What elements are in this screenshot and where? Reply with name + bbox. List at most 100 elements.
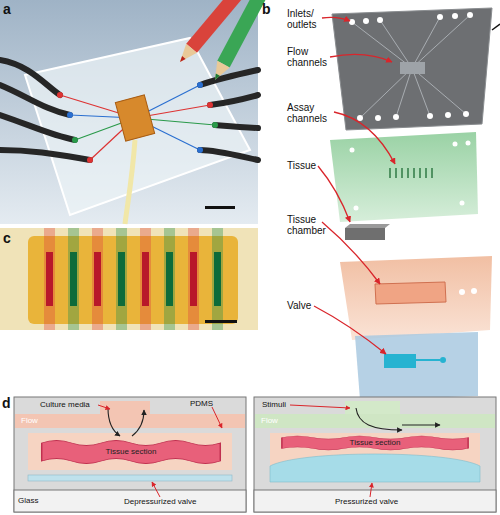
cable xyxy=(210,95,258,105)
exploded-view xyxy=(330,8,500,400)
bar xyxy=(142,252,149,306)
pdms-body xyxy=(14,397,246,512)
part-label: Assay channels xyxy=(287,102,337,124)
band xyxy=(92,228,103,330)
port xyxy=(460,201,465,206)
glass-slide xyxy=(14,490,246,512)
part-label: Stimuli xyxy=(262,401,286,410)
node-text: Flow xyxy=(21,417,38,425)
pin xyxy=(67,112,73,118)
scale-bar xyxy=(205,206,235,209)
port xyxy=(466,141,471,146)
cable-line xyxy=(492,24,500,30)
panel-letter: d xyxy=(2,396,11,411)
assay-channel-bars xyxy=(390,168,432,178)
part-label: Glass xyxy=(18,497,38,506)
callout-arrow xyxy=(334,112,395,164)
tube xyxy=(125,140,135,224)
tissue-chamber xyxy=(375,282,446,304)
valve-bulge xyxy=(270,454,480,482)
part-label: Depressurized valve xyxy=(124,498,196,507)
channel xyxy=(352,22,412,68)
band xyxy=(212,228,223,330)
leader-arrow xyxy=(212,407,222,428)
cable xyxy=(215,125,258,128)
part-label: Culture media xyxy=(40,401,90,410)
channel xyxy=(360,68,412,118)
leader-arrow xyxy=(98,405,110,409)
callout-arrow xyxy=(314,306,386,354)
band xyxy=(116,228,127,330)
stimuli-well xyxy=(345,401,400,415)
flow-arrow xyxy=(108,408,120,436)
cross-section-pressurized xyxy=(254,397,496,512)
valve-layer xyxy=(28,475,232,481)
port xyxy=(350,148,355,153)
flow-arrow xyxy=(402,424,440,425)
assay-layer xyxy=(330,132,478,222)
port xyxy=(452,13,458,19)
valve-shape xyxy=(384,354,416,368)
glass-slide xyxy=(254,490,496,512)
bar xyxy=(190,252,197,306)
pencil-lead xyxy=(213,74,220,81)
device-photo xyxy=(0,0,291,224)
cable xyxy=(0,115,75,140)
bar xyxy=(94,252,101,306)
scale-bar xyxy=(205,320,237,323)
node-text: Flow xyxy=(261,417,278,425)
band xyxy=(68,228,79,330)
channel xyxy=(412,68,466,114)
port xyxy=(467,12,473,18)
port xyxy=(363,18,369,24)
callout-arrow xyxy=(322,222,380,284)
bar xyxy=(214,252,221,306)
pdms-body xyxy=(254,397,496,512)
band xyxy=(188,228,199,330)
channel xyxy=(412,17,440,68)
tissue-block xyxy=(345,228,385,240)
pin xyxy=(212,122,218,128)
pdms-device xyxy=(25,38,250,215)
pin xyxy=(87,157,93,163)
channel xyxy=(380,20,412,68)
band xyxy=(44,228,55,330)
flow-channel-lines xyxy=(352,15,470,118)
valve-layer xyxy=(355,332,478,400)
tissue-photo xyxy=(0,228,258,330)
part-label: Tissue chamber xyxy=(287,214,329,236)
leader-arrow xyxy=(370,483,372,497)
bar xyxy=(407,168,409,178)
bar xyxy=(413,168,415,178)
port xyxy=(375,115,381,121)
panel-letter: b xyxy=(262,2,271,17)
bar xyxy=(118,252,125,306)
panel-letter: a xyxy=(3,2,11,17)
tissue-slice xyxy=(28,236,238,324)
bar xyxy=(395,168,397,178)
pencil-lead xyxy=(178,56,185,64)
tissue-chip xyxy=(115,95,154,141)
port xyxy=(445,112,451,118)
port xyxy=(437,14,443,20)
flow-layer xyxy=(332,8,492,130)
device-channels xyxy=(60,85,215,160)
callout-arrow xyxy=(322,17,350,21)
pin xyxy=(72,137,78,143)
port xyxy=(377,17,383,23)
bar xyxy=(166,252,173,306)
band xyxy=(140,228,151,330)
pencil-tip xyxy=(175,44,197,67)
ports xyxy=(350,141,471,211)
port xyxy=(471,288,477,294)
pencil-body xyxy=(217,0,290,67)
tissue-chamber xyxy=(28,433,232,470)
callout-arrow xyxy=(330,54,392,62)
part-label: Tissue xyxy=(287,160,337,171)
port xyxy=(349,19,355,25)
tissue-top xyxy=(345,224,390,228)
port xyxy=(459,289,465,295)
bar xyxy=(46,252,53,306)
